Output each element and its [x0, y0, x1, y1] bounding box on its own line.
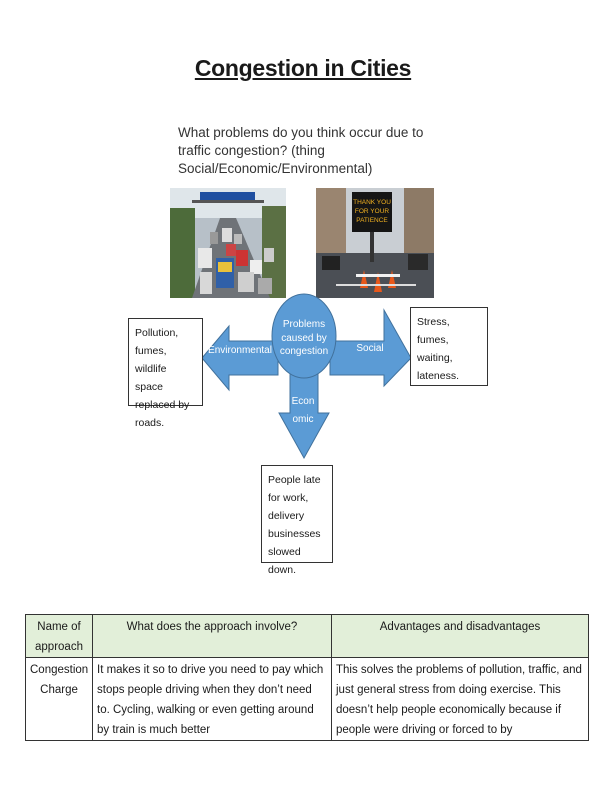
social-problems-box: Stress, fumes, waiting, lateness.	[410, 307, 488, 386]
approach-involve-cell: It makes it so to drive you need to pay …	[92, 657, 332, 741]
environmental-problems-box: Pollution, fumes, wildlife space replace…	[128, 318, 203, 429]
svg-text:THANK YOU: THANK YOU	[353, 199, 391, 206]
header-advantages-disadvantages: Advantages and disadvantages	[331, 614, 589, 658]
environmental-label: Environmental	[208, 345, 272, 356]
motorway-traffic-photo	[170, 188, 286, 298]
header-approach-involves: What does the approach involve?	[92, 614, 332, 658]
svg-text:FOR YOUR: FOR YOUR	[355, 208, 389, 215]
economic-arrow	[278, 373, 330, 460]
approach-name-cell: Congestion Charge	[25, 657, 93, 741]
approach-table: Name of approach What does the approach …	[25, 614, 589, 741]
approach-advantages-cell: This solves the problems of pollution, t…	[331, 657, 589, 741]
economic-problems-box: People late for work, delivery businesse…	[261, 465, 333, 576]
header-name-of-approach: Name of approach	[25, 614, 93, 658]
question-text: What problems do you think occur due to …	[178, 125, 424, 176]
social-arrow	[329, 308, 412, 388]
problems-center-label: Problems caused by congestion	[279, 319, 329, 357]
problems-center-circle	[271, 293, 337, 379]
environmental-arrow	[201, 324, 279, 392]
table-row: Congestion Charge It makes it so to driv…	[25, 657, 589, 741]
table-header-row: Name of approach What does the approach …	[25, 614, 589, 658]
svg-text:PATIENCE: PATIENCE	[356, 217, 388, 224]
social-label: Social	[356, 343, 384, 354]
page-title: Congestion in Cities	[194, 55, 412, 81]
roadworks-sign-photo: THANK YOU FOR YOUR PATIENCE	[316, 188, 434, 298]
economic-label: Econ omic	[291, 396, 315, 425]
